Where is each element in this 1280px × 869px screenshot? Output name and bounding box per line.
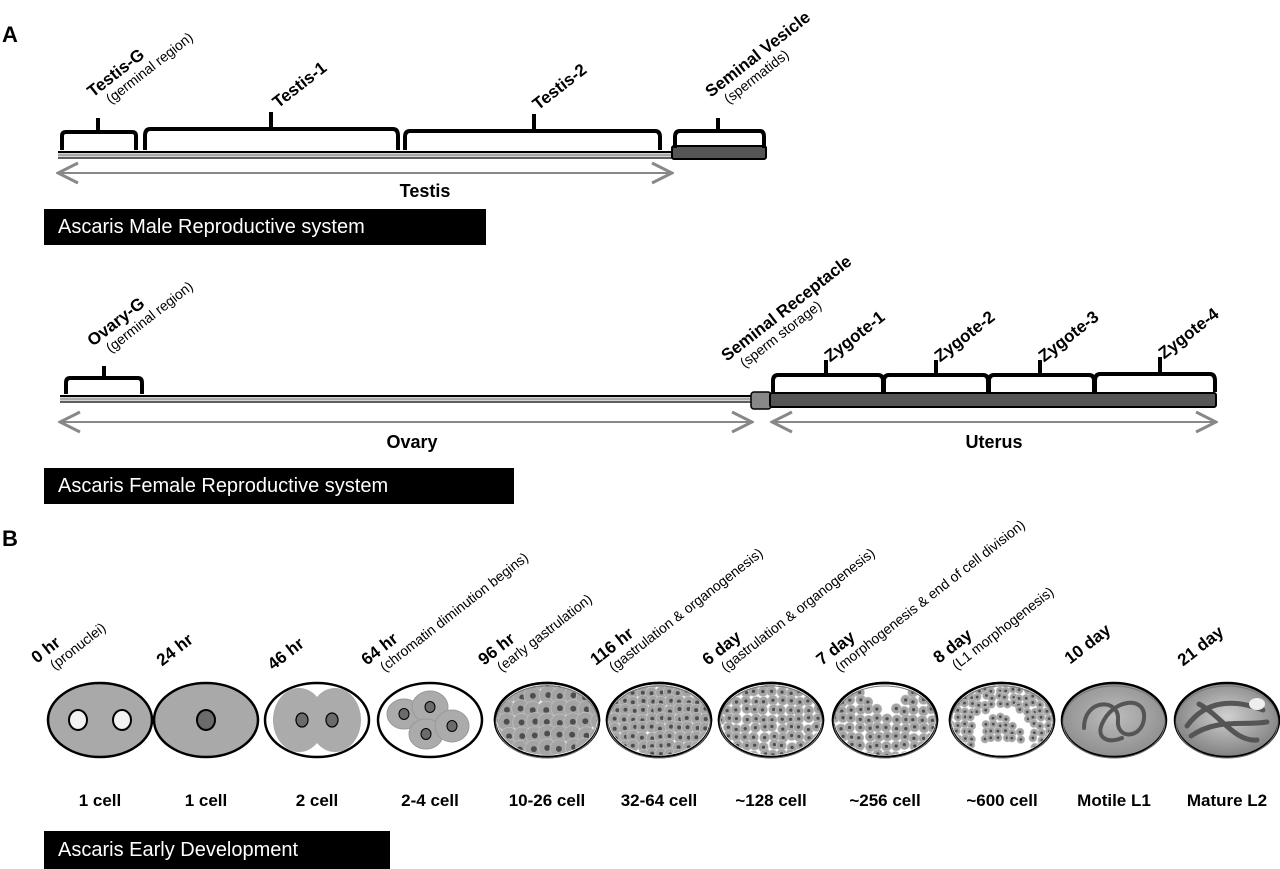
- span-label-testis: Testis: [399, 181, 451, 201]
- embryo-stage-8: [948, 681, 1056, 759]
- female-brackets: [64, 357, 1217, 394]
- stage-cell-count: 10-26 cell: [508, 791, 586, 810]
- stage-cell-count: ~128 cell: [735, 791, 807, 810]
- embryo-stage-5: [605, 681, 713, 759]
- stage-cell-count: ~600 cell: [966, 791, 1038, 810]
- span-label-ovary: Ovary: [386, 432, 438, 452]
- bracket-testis-2: [403, 114, 662, 150]
- male-system-title: Ascaris Male Reproductive system: [44, 209, 486, 245]
- embryo-stage-1: [152, 681, 260, 759]
- panel-b-letter: B: [2, 526, 18, 551]
- stage-cell-count: 1 cell: [78, 791, 122, 810]
- bracket-testis-g: [60, 118, 138, 150]
- pronucleus: [68, 709, 88, 731]
- uterus-segment: [769, 392, 1217, 408]
- embryo-stage-10: [1173, 681, 1280, 759]
- embryo-stage-9: [1060, 681, 1168, 759]
- span-label-uterus: Uterus: [965, 432, 1023, 452]
- male-tube: [58, 145, 767, 160]
- female-tube: [60, 391, 1217, 410]
- stage-cell-count: ~256 cell: [849, 791, 921, 810]
- bracket-ovary-g: [64, 366, 144, 394]
- stage-cell-count: 2-4 cell: [401, 791, 459, 810]
- pronucleus: [112, 709, 132, 731]
- development-title: Ascaris Early Development: [44, 831, 390, 869]
- seminal-vesicle-segment: [671, 145, 767, 160]
- stage-cell-count: 2 cell: [295, 791, 339, 810]
- male-brackets: [60, 112, 766, 150]
- embryo-stage-3: [376, 681, 484, 759]
- embryo-stage-7: [831, 681, 939, 759]
- embryo-stage-2: [263, 681, 371, 759]
- stage-cell-count: Motile L1: [1077, 791, 1151, 810]
- stage-cell-count: 32-64 cell: [620, 791, 698, 810]
- stage-cell-count: 1 cell: [184, 791, 228, 810]
- nucleus: [196, 709, 216, 731]
- embryo-stage-6: [717, 681, 825, 759]
- embryo-stage-4: [493, 681, 601, 759]
- bracket-testis-1: [143, 112, 400, 150]
- panel-a-letter: A: [2, 22, 18, 47]
- female-system-title: Ascaris Female Reproductive system: [44, 468, 514, 504]
- embryo-stage-0: [46, 681, 154, 759]
- stage-cell-count: Mature L2: [1186, 791, 1268, 810]
- bracket-zygote-4: [1093, 357, 1217, 392]
- larva: [1082, 700, 1147, 743]
- bracket-seminal-vesicle: [673, 118, 766, 148]
